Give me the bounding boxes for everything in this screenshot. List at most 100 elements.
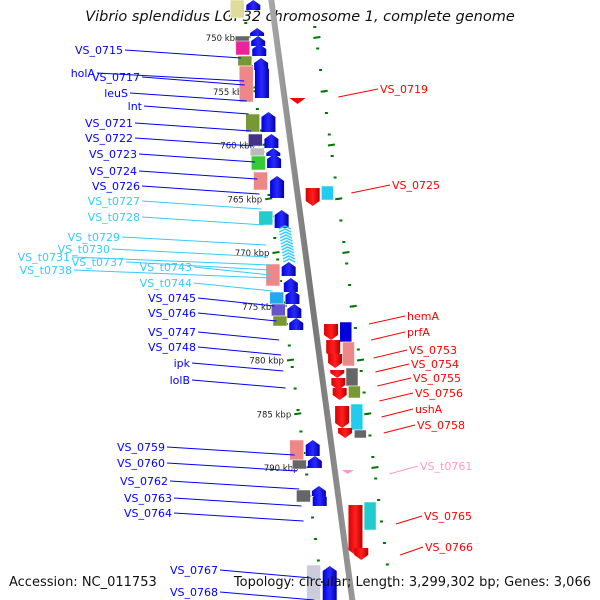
forward-gene-arrow[interactable] bbox=[307, 456, 322, 468]
trna-forward-arrow[interactable] bbox=[278, 228, 292, 233]
trna-forward-arrow[interactable] bbox=[281, 249, 295, 254]
forward-gene-arrow[interactable] bbox=[311, 486, 326, 496]
gene-label[interactable]: VS_0767 bbox=[170, 564, 218, 577]
gene-label[interactable]: VS_0766 bbox=[425, 541, 473, 554]
trna-reverse-arrow[interactable] bbox=[341, 470, 354, 474]
gene-label[interactable]: VS_0723 bbox=[89, 148, 137, 161]
reverse-gene-arrow[interactable] bbox=[330, 370, 345, 378]
reverse-gene-arrow[interactable] bbox=[338, 428, 353, 438]
gene-label[interactable]: VS_0717 bbox=[92, 71, 140, 84]
gene-label[interactable]: VS_0760 bbox=[117, 457, 165, 470]
gene-label[interactable]: VS_t0730 bbox=[58, 243, 110, 256]
forward-gene-arrow[interactable] bbox=[322, 566, 337, 600]
gene-label[interactable]: VS_0722 bbox=[85, 132, 133, 145]
forward-gene-arrow[interactable] bbox=[274, 210, 289, 228]
gene-label[interactable]: VS_0762 bbox=[120, 475, 168, 488]
gene-label[interactable]: VS_t0738 bbox=[20, 264, 72, 277]
gene-label-connector bbox=[383, 424, 416, 434]
gene-label[interactable]: VS_0765 bbox=[424, 510, 472, 523]
gene-label[interactable]: VS_t0737 bbox=[72, 256, 124, 269]
gene-label[interactable]: VS_0748 bbox=[148, 341, 196, 354]
gene-label[interactable]: VS_0764 bbox=[124, 507, 172, 520]
gene-label[interactable]: VS_0745 bbox=[148, 292, 196, 305]
gene-label[interactable]: VS_0726 bbox=[92, 180, 140, 193]
gene-label[interactable]: VS_0755 bbox=[413, 372, 461, 385]
gene-label[interactable]: lolB bbox=[170, 374, 190, 387]
scale-tick-label: 760 kbp bbox=[220, 142, 255, 152]
gene-label[interactable]: VS_0758 bbox=[417, 419, 465, 432]
scale-tick-minor bbox=[273, 237, 277, 239]
gene-label-connector bbox=[395, 515, 423, 525]
scale-tick-minor-right bbox=[351, 305, 355, 308]
forward-gene-arrow[interactable] bbox=[287, 304, 302, 318]
reverse-gene-arrow[interactable] bbox=[332, 388, 347, 400]
gene-label[interactable]: VS_0746 bbox=[148, 307, 196, 320]
gene-label[interactable]: holA bbox=[71, 67, 96, 80]
trna-forward-arrow[interactable] bbox=[279, 234, 293, 239]
gene-label[interactable]: lnt bbox=[128, 100, 143, 113]
reverse-gene-arrow[interactable] bbox=[348, 505, 363, 555]
gene-label[interactable]: hemA bbox=[407, 310, 439, 323]
gene-label[interactable]: VS_0756 bbox=[415, 387, 463, 400]
reverse-gene-arrow[interactable] bbox=[331, 378, 346, 390]
reverse-gene-arrow[interactable] bbox=[326, 340, 341, 358]
gene-label[interactable]: ushA bbox=[415, 403, 443, 416]
forward-gene-arrow[interactable] bbox=[261, 112, 276, 132]
forward-gene-arrow[interactable] bbox=[250, 28, 265, 36]
gene-label[interactable]: prfA bbox=[407, 326, 430, 339]
scale-tick-minor-right bbox=[374, 477, 378, 480]
reverse-gene-arrow[interactable] bbox=[324, 324, 339, 340]
trna-forward-arrow[interactable] bbox=[280, 237, 293, 242]
trna-forward-arrow[interactable] bbox=[279, 231, 292, 236]
gene-label[interactable]: VS_0754 bbox=[411, 358, 459, 371]
forward-gene-arrow[interactable] bbox=[246, 0, 261, 10]
reverse-gene-arrow[interactable] bbox=[354, 548, 369, 560]
trna-forward-arrow[interactable] bbox=[280, 243, 294, 248]
gene-label[interactable]: VS_0715 bbox=[75, 44, 123, 57]
trna-forward-arrow[interactable] bbox=[278, 225, 292, 230]
reverse-gene-arrow[interactable] bbox=[328, 354, 343, 368]
forward-gene-arrow[interactable] bbox=[252, 44, 267, 56]
gene-label[interactable]: VS_0721 bbox=[85, 117, 133, 130]
gene-label[interactable]: VS_t0727 bbox=[88, 195, 140, 208]
trna-forward-arrow[interactable] bbox=[281, 246, 294, 251]
gene-label[interactable]: VS_t0729 bbox=[68, 231, 120, 244]
gene-label[interactable]: VS_t0728 bbox=[88, 211, 140, 224]
forward-gene-arrow[interactable] bbox=[266, 148, 281, 156]
gene-label[interactable]: VS_t0744 bbox=[140, 277, 192, 290]
gene-label[interactable]: VS_t0731 bbox=[18, 251, 70, 264]
reverse-gene-arrow[interactable] bbox=[335, 406, 350, 428]
cog-block bbox=[235, 40, 251, 56]
gene-label[interactable]: VS_t0743 bbox=[140, 261, 192, 274]
gene-label[interactable]: VS_0724 bbox=[89, 165, 137, 178]
reverse-gene-arrow[interactable] bbox=[289, 98, 306, 104]
gene-label[interactable]: ipk bbox=[174, 357, 191, 370]
gene-label[interactable]: VS_0768 bbox=[170, 586, 218, 599]
forward-gene-arrow[interactable] bbox=[305, 440, 320, 456]
reverse-gene-arrow[interactable] bbox=[305, 188, 320, 206]
forward-gene-arrow[interactable] bbox=[251, 36, 266, 46]
trna-forward-arrow[interactable] bbox=[280, 240, 294, 245]
forward-gene-arrow[interactable] bbox=[254, 64, 269, 98]
gene-label[interactable]: VS_t0761 bbox=[420, 460, 472, 473]
gene-label[interactable]: VS_0747 bbox=[148, 326, 196, 339]
gene-label[interactable]: VS_0753 bbox=[409, 344, 457, 357]
forward-gene-arrow[interactable] bbox=[267, 154, 282, 168]
gene-label[interactable]: VS_0719 bbox=[380, 83, 428, 96]
trna-forward-arrow[interactable] bbox=[282, 258, 296, 263]
scale-tick-minor-right bbox=[327, 133, 331, 136]
gene-label[interactable]: leuS bbox=[104, 87, 128, 100]
trna-forward-arrow[interactable] bbox=[282, 255, 296, 260]
cog-block bbox=[289, 439, 304, 461]
gene-label[interactable]: VS_0759 bbox=[117, 441, 165, 454]
forward-gene-arrow[interactable] bbox=[289, 318, 304, 330]
forward-gene-arrow[interactable] bbox=[283, 278, 298, 292]
forward-gene-arrow[interactable] bbox=[270, 176, 285, 198]
gene-label[interactable]: VS_0763 bbox=[124, 492, 172, 505]
forward-gene-arrow[interactable] bbox=[264, 134, 279, 148]
forward-gene-arrow[interactable] bbox=[312, 492, 327, 506]
forward-gene-arrow[interactable] bbox=[281, 262, 296, 276]
gene-label[interactable]: VS_0725 bbox=[392, 179, 440, 192]
forward-gene-arrow[interactable] bbox=[285, 290, 300, 304]
trna-forward-arrow[interactable] bbox=[282, 252, 295, 257]
